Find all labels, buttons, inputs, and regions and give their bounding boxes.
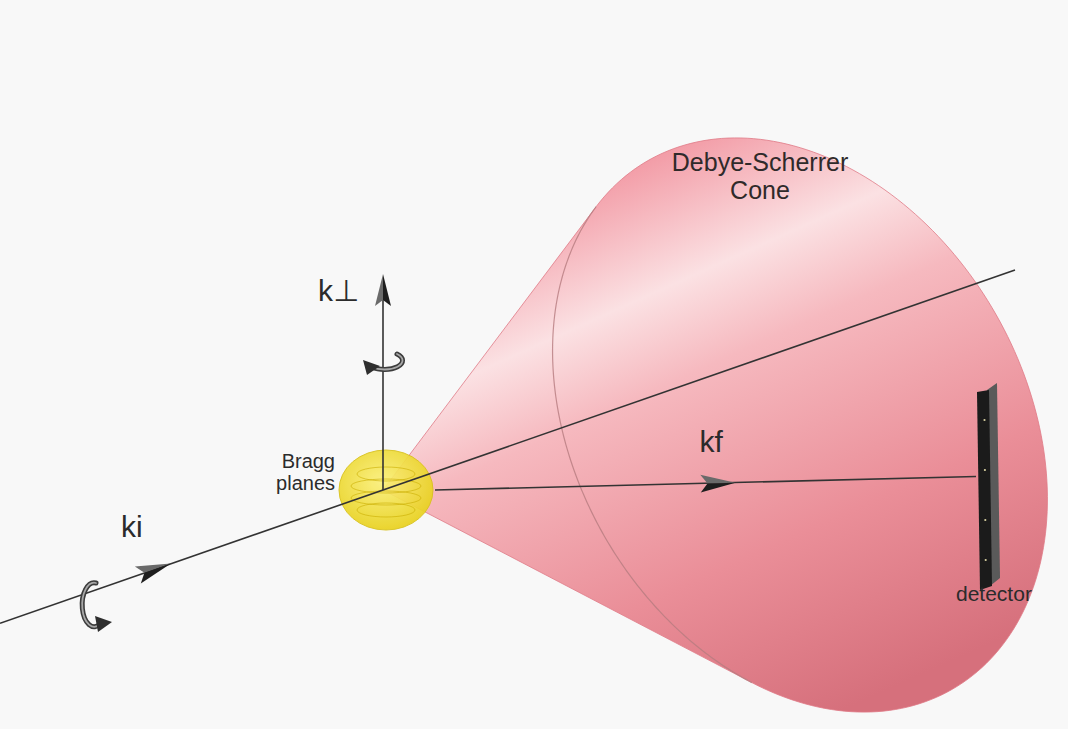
axis-label: k⊥	[318, 274, 359, 308]
diffraction-cone: Debye-Scherrer Cone	[383, 118, 1063, 729]
node-label: Bragg planes	[240, 450, 335, 495]
node-label: Debye-Scherrer Cone	[650, 148, 870, 204]
wave-vector-line	[435, 477, 976, 491]
crystal-grain	[339, 450, 433, 530]
cone-shape	[383, 118, 1063, 729]
detector-pixel	[984, 519, 986, 521]
cone-base-rim	[553, 207, 752, 683]
bragg-ellipse	[240, 446, 435, 534]
axis-arrowhead	[135, 555, 174, 584]
perpendicular-axis	[382, 300, 384, 490]
incident-axis	[0, 270, 1015, 623]
rotation-arrow	[363, 354, 403, 375]
edge-arrowhead	[700, 474, 735, 493]
detector: detector	[976, 382, 1000, 592]
lattice-plane	[357, 503, 415, 517]
detector-panel	[976, 382, 1000, 592]
detector-pixel	[985, 559, 987, 561]
detector-pixel	[984, 469, 986, 471]
bragg-planes: Bragg planes	[240, 446, 435, 534]
detector-face	[977, 390, 992, 590]
detector-pixel	[983, 419, 985, 421]
axis-label: ki	[121, 510, 143, 544]
rotation-arrow	[82, 583, 112, 632]
wave-vector-label: kf	[700, 425, 723, 459]
node-label: detector	[956, 582, 1066, 606]
cone-body	[383, 138, 1047, 712]
axis-arrowhead	[375, 274, 391, 306]
